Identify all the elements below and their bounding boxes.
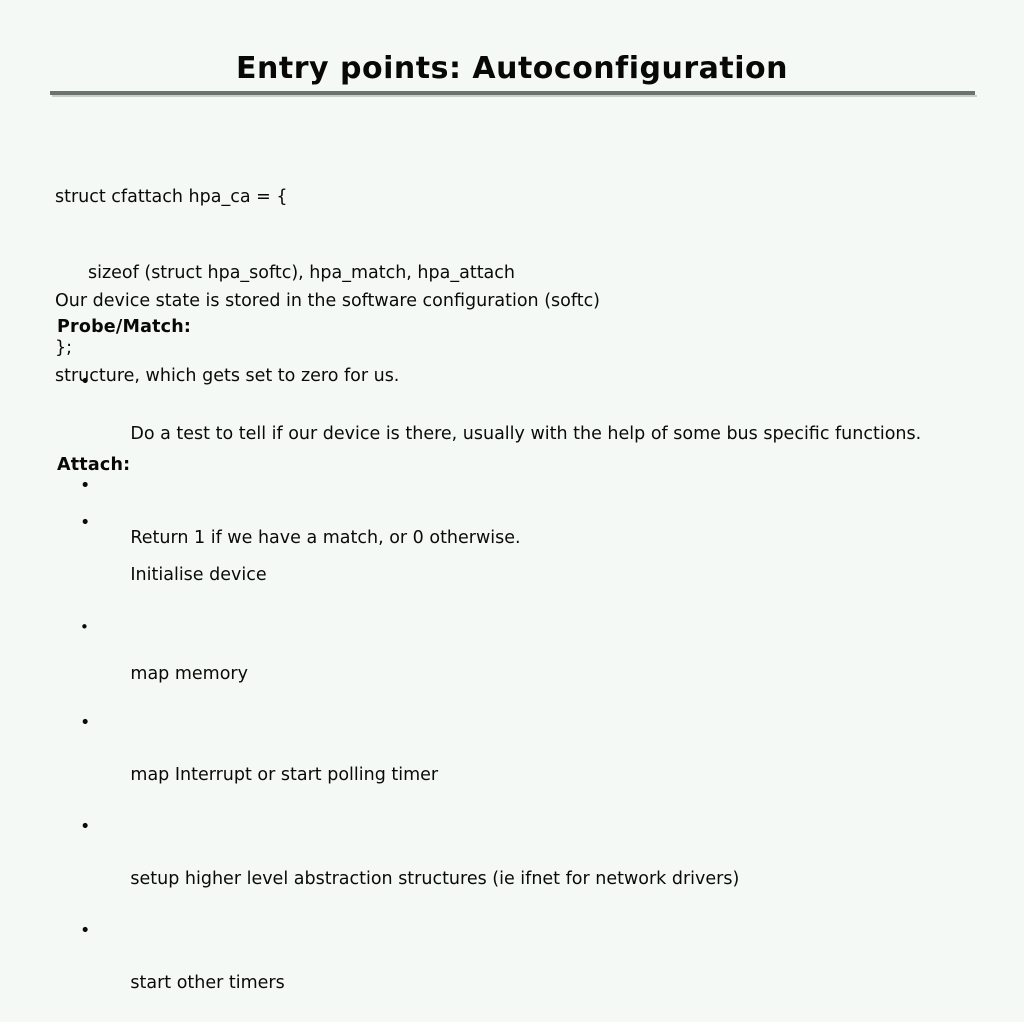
bullet-icon: • — [80, 713, 91, 733]
section-heading-attach: Attach: — [57, 455, 131, 475]
bullet-icon: • — [80, 476, 91, 496]
list-item-label: Return 1 if we have a match, or 0 otherw… — [130, 528, 521, 548]
list-item-label: Do a test to tell if our device is there… — [130, 424, 922, 444]
code-line: struct cfattach hpa_ca = { — [55, 187, 288, 207]
list-item-label: Initialise device — [130, 565, 267, 585]
slide: Entry points: Autoconfiguration struct c… — [50, 51, 977, 993]
slide-title: Entry points: Autoconfiguration — [236, 51, 788, 86]
bullet-icon: • — [80, 513, 91, 533]
list-item: • Do a test to tell if our device is the… — [80, 369, 921, 473]
code-block: struct cfattach hpa_ca = { sizeof (struc… — [55, 135, 515, 412]
code-line: }; — [55, 338, 73, 358]
list-item: • map memory — [80, 614, 739, 710]
list-item-label: start other timers — [130, 973, 285, 993]
bullet-icon: • — [80, 817, 91, 837]
list-item-label: setup higher level abstraction structure… — [130, 869, 740, 889]
list-item-label: map Interrupt or start polling timer — [130, 765, 439, 785]
list-item: • Return 1 if we have a match, or 0 othe… — [80, 473, 921, 577]
code-line: sizeof (struct hpa_softc), hpa_match, hp… — [88, 262, 515, 283]
list-item: • setup higher level abstraction structu… — [80, 814, 739, 918]
bullet-list-probe-match: • Do a test to tell if our device is the… — [80, 369, 921, 577]
bullet-icon: • — [80, 618, 89, 636]
list-item: • Initialise device — [80, 510, 739, 614]
list-item: • map Interrupt or start polling timer — [80, 710, 739, 814]
list-item: • start other timers — [80, 918, 739, 1022]
list-item-label: map memory — [130, 664, 248, 684]
title-divider-bar — [50, 91, 975, 95]
title-divider-shadow — [52, 95, 977, 97]
paragraph-line: Our device state is stored in the softwa… — [55, 291, 601, 311]
title-divider — [50, 91, 977, 97]
bullet-icon: • — [80, 372, 91, 392]
paragraph-line: structure, which gets set to zero for us… — [55, 366, 400, 386]
bullet-list-attach: • Initialise device • map memory • map I… — [80, 510, 739, 1022]
bullet-icon: • — [80, 921, 91, 941]
description-paragraph: Our device state is stored in the softwa… — [55, 239, 600, 439]
section-heading-probe-match: Probe/Match: — [57, 317, 192, 337]
